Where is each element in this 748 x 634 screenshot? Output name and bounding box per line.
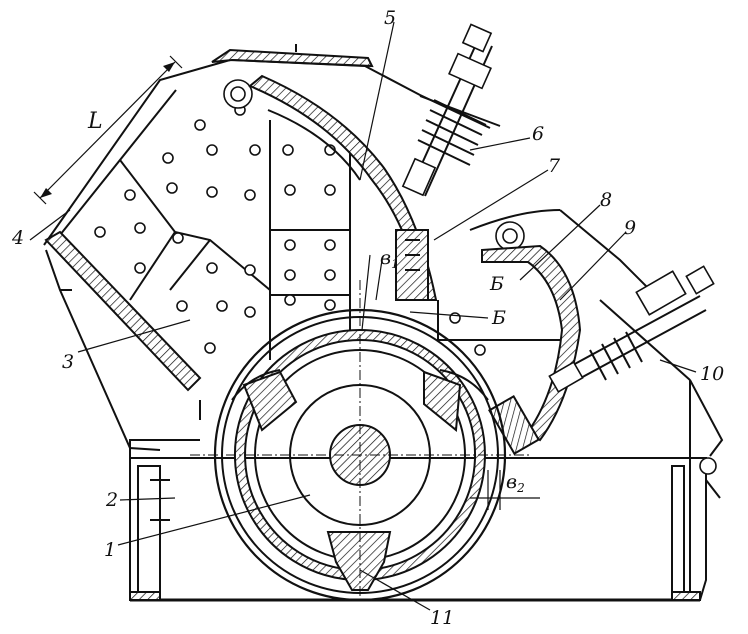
feed-chute bbox=[43, 59, 486, 451]
rivets bbox=[94, 104, 486, 356]
label-b2: в2 bbox=[506, 471, 525, 495]
label-b1: в1 bbox=[380, 247, 399, 271]
label-6: 6 bbox=[532, 123, 544, 145]
right-casing bbox=[559, 209, 724, 499]
top-cover bbox=[211, 44, 491, 129]
label-10: 10 bbox=[700, 363, 724, 385]
callout-labels: 1 2 3 4 5 6 7 8 9 10 11 L Б Б в1 в2 bbox=[11, 7, 724, 629]
rotor bbox=[190, 280, 530, 602]
label-4: 4 bbox=[11, 227, 24, 249]
label-11: 11 bbox=[430, 607, 454, 629]
label-2: 2 bbox=[105, 489, 118, 511]
gap-dimension-b1 bbox=[361, 254, 383, 331]
label-B-left: Б bbox=[489, 273, 504, 295]
frame-base bbox=[129, 439, 707, 602]
label-9: 9 bbox=[624, 217, 636, 239]
rotor-blade-bottom bbox=[326, 531, 392, 591]
label-L: L bbox=[87, 109, 103, 134]
label-8: 8 bbox=[600, 189, 612, 211]
reflecting-plate-first bbox=[248, 74, 438, 301]
dimension-L bbox=[33, 55, 183, 205]
label-7: 7 bbox=[548, 155, 561, 177]
spring-adjuster-right bbox=[548, 265, 715, 393]
spring-adjuster-top bbox=[401, 23, 501, 197]
reflecting-plate-second bbox=[469, 209, 582, 456]
label-5: 5 bbox=[384, 7, 396, 29]
gap-dimension-b2 bbox=[470, 470, 540, 510]
label-3: 3 bbox=[62, 351, 74, 373]
rotor-blade-left bbox=[231, 369, 298, 432]
leader-lines bbox=[29, 21, 697, 611]
rotor-blade-right bbox=[423, 369, 489, 432]
label-1: 1 bbox=[104, 539, 116, 561]
label-B-right: Б bbox=[491, 307, 506, 329]
